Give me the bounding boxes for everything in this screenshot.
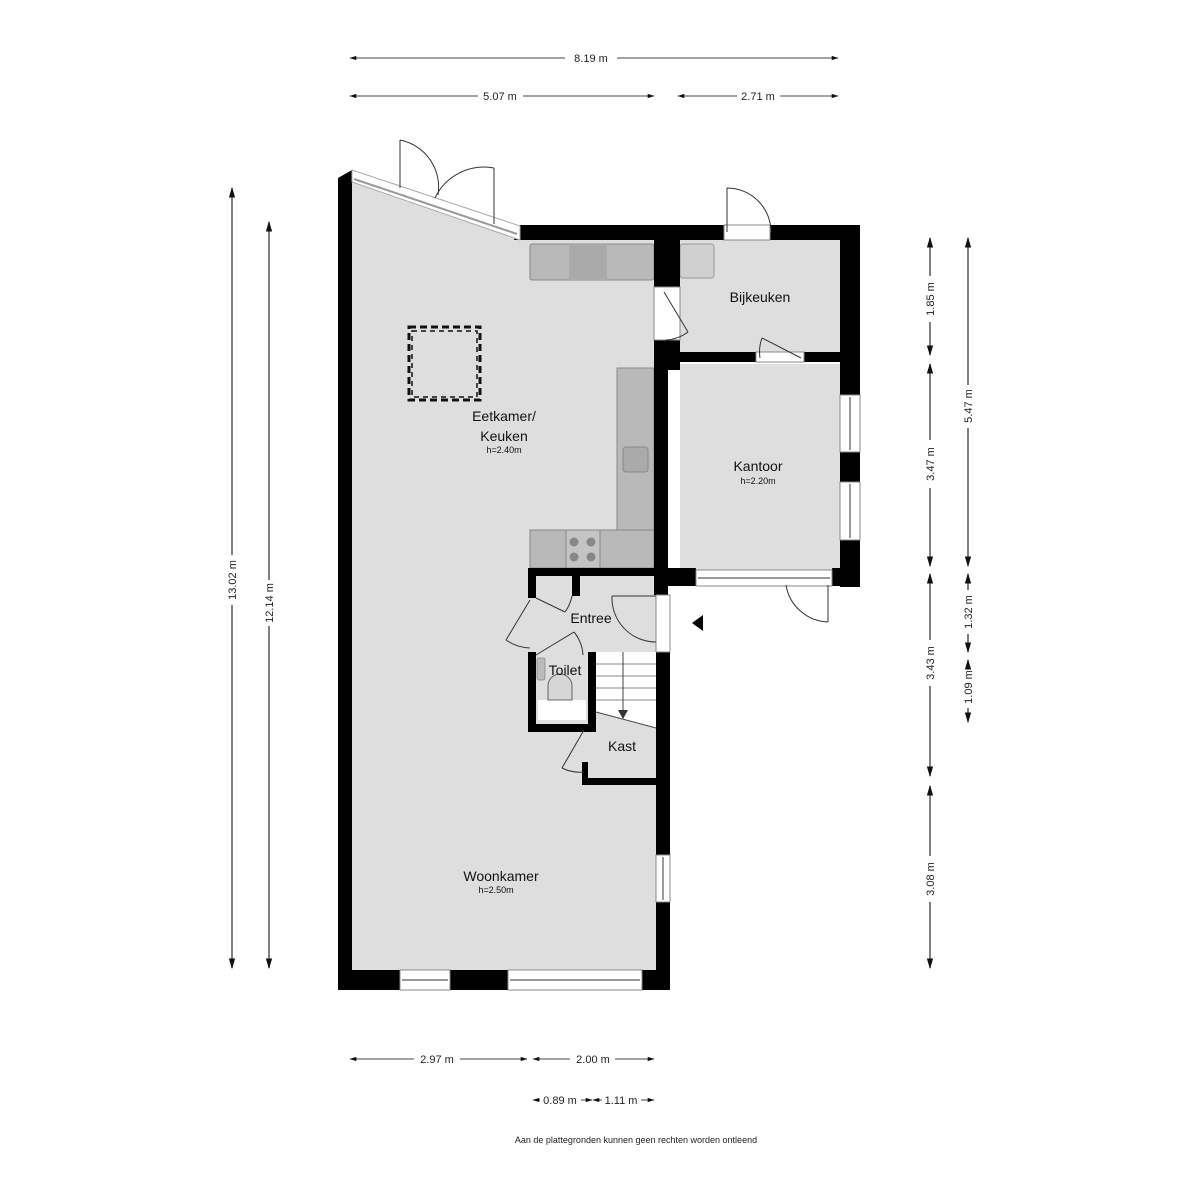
dimension-label: 1.09 m bbox=[963, 670, 975, 704]
dimension-bottom-1: 2.97 m bbox=[349, 1054, 528, 1066]
room-kast: Kast bbox=[608, 738, 636, 754]
room-name: Bijkeuken bbox=[730, 289, 791, 305]
stairs-direction-icon bbox=[618, 710, 628, 719]
dimension-label: 13.02 m bbox=[227, 560, 239, 600]
skylight-icon bbox=[407, 325, 482, 402]
door-swings bbox=[399, 139, 829, 773]
dimension-label: 1.32 m bbox=[963, 595, 975, 629]
room-woonkamer: Woonkamer h=2.50m bbox=[463, 868, 539, 895]
room-height: h=2.20m bbox=[740, 476, 775, 486]
dimension-label: 2.71 m bbox=[741, 91, 775, 103]
dimension-label: 1.85 m bbox=[925, 282, 937, 316]
room-height: h=2.40m bbox=[486, 445, 521, 455]
walls bbox=[338, 170, 860, 990]
dimension-label: 1.11 m bbox=[605, 1095, 638, 1107]
dimension-label: 5.07 m bbox=[483, 91, 517, 103]
dimension-bottom-2: 2.00 m bbox=[532, 1054, 655, 1066]
room-name: Toilet bbox=[549, 662, 582, 678]
room-name: Kast bbox=[608, 738, 636, 754]
room-name-line2: Keuken bbox=[480, 428, 527, 444]
dimension-right-3: 3.43 m bbox=[925, 572, 937, 778]
dimension-right-outer-2: 1.32 m bbox=[963, 572, 975, 654]
room-toilet: Toilet bbox=[549, 662, 582, 678]
kitchen-counters bbox=[529, 243, 715, 569]
entrance-arrow-icon bbox=[692, 615, 703, 631]
dimension-left-inner: 12.14 m bbox=[264, 220, 276, 970]
disclaimer-text: Aan de plattegronden kunnen geen rechten… bbox=[515, 1135, 757, 1145]
room-name: Eetkamer/ bbox=[472, 408, 536, 424]
dimension-left-outer: 13.02 m bbox=[227, 186, 239, 970]
dimension-bottom-3: 0.89 m bbox=[532, 1095, 593, 1107]
room-name: Woonkamer bbox=[463, 868, 539, 884]
dimension-right-2: 3.47 m bbox=[925, 362, 937, 568]
dimension-label: 5.47 m bbox=[963, 389, 975, 423]
stove-icon bbox=[565, 529, 601, 569]
toilet-icon bbox=[536, 657, 586, 720]
dimension-right-1: 1.85 m bbox=[925, 236, 937, 357]
dimension-bottom-4: 1.11 m bbox=[592, 1095, 655, 1107]
bijkeuken-counter bbox=[679, 243, 715, 279]
dimension-label: 0.89 m bbox=[543, 1095, 577, 1107]
room-bijkeuken: Bijkeuken bbox=[730, 289, 791, 305]
dimension-right-4: 3.08 m bbox=[925, 784, 937, 970]
room-name: Entree bbox=[570, 610, 611, 626]
dimension-top-left: 5.07 m bbox=[349, 91, 655, 103]
dimension-right-outer-3: 1.09 m bbox=[963, 658, 975, 724]
dimension-label: 3.08 m bbox=[925, 862, 937, 896]
room-entree: Entree bbox=[570, 610, 611, 626]
floor-areas bbox=[352, 180, 840, 980]
dimension-label: 3.43 m bbox=[925, 646, 937, 680]
room-name: Kantoor bbox=[733, 458, 782, 474]
dimension-top-right: 2.71 m bbox=[677, 91, 839, 103]
dimension-label: 2.97 m bbox=[420, 1054, 454, 1066]
dimension-right-outer-1: 5.47 m bbox=[963, 236, 975, 568]
room-eetkamer-keuken: Eetkamer/ Keuken h=2.40m bbox=[472, 408, 536, 455]
dimension-label: 8.19 m bbox=[574, 53, 608, 65]
stairs bbox=[595, 652, 657, 729]
dimension-label: 3.47 m bbox=[925, 447, 937, 481]
room-kantoor: Kantoor h=2.20m bbox=[733, 458, 782, 486]
dimension-label: 12.14 m bbox=[264, 583, 276, 623]
sink-icon bbox=[622, 446, 649, 473]
dimension-top-total: 8.19 m bbox=[349, 53, 839, 65]
room-height: h=2.50m bbox=[478, 885, 513, 895]
dimension-label: 2.00 m bbox=[576, 1054, 610, 1066]
windows bbox=[351, 169, 861, 991]
